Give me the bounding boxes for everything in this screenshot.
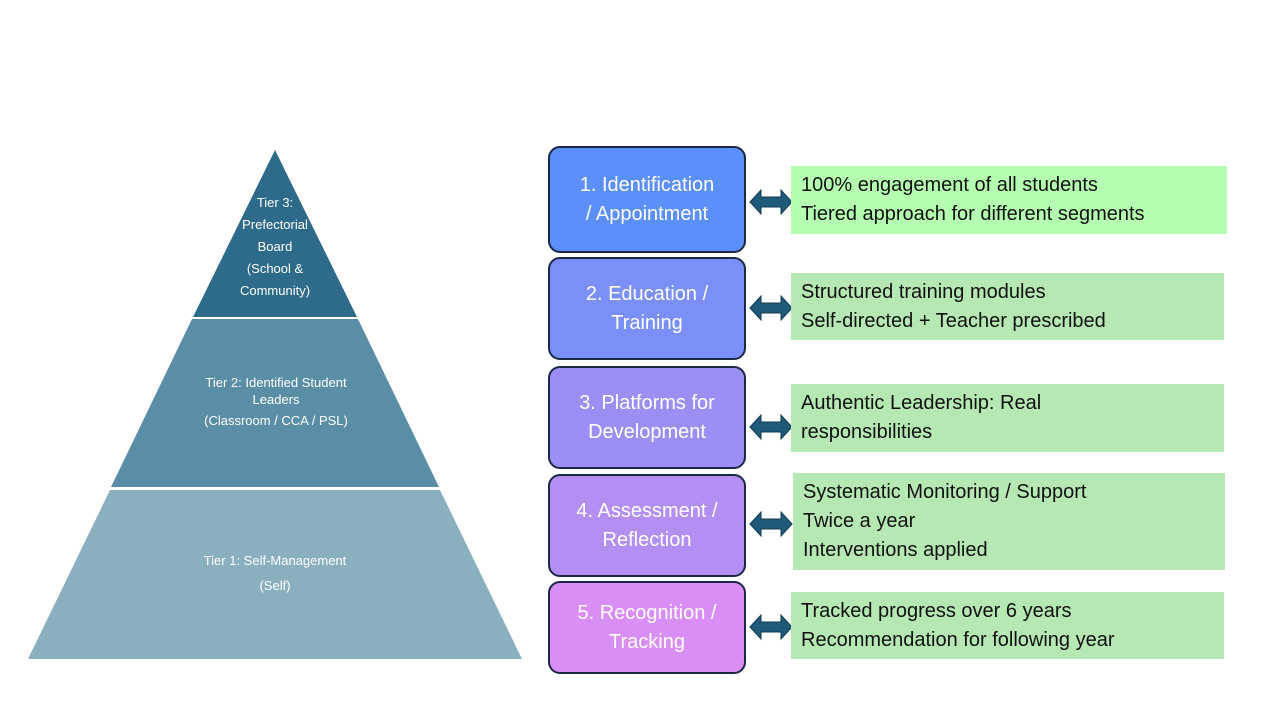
description-line: Authentic Leadership: Real <box>801 392 1042 414</box>
tier-2-line: (Classroom / CCA / PSL) <box>204 413 348 428</box>
description-box-4: Systematic Monitoring / Support Twice a … <box>793 473 1225 570</box>
double-arrow-icon <box>749 613 793 641</box>
tier-3-line: Prefectorial <box>242 217 308 232</box>
description-line: Interventions applied <box>803 539 988 561</box>
double-arrow-icon <box>749 294 793 322</box>
tier-2-line: Tier 2: Identified Student <box>205 375 347 390</box>
description-line: responsibilities <box>801 421 933 443</box>
double-arrow-icon <box>749 510 793 538</box>
step-line: Tracking <box>609 630 685 653</box>
description-line: Recommendation for following year <box>801 628 1115 651</box>
pyramid-tier-1 <box>28 490 522 659</box>
step-line: / Appointment <box>585 202 709 225</box>
description-line: Tracked progress over 6 years <box>801 599 1072 622</box>
step-line: 4. Assessment / <box>576 499 718 522</box>
description-box-5: Tracked progress over 6 years Recommenda… <box>791 592 1224 659</box>
step-line: Training <box>611 311 683 334</box>
step-assessment-box: 4. Assessment / Reflection <box>548 474 746 577</box>
tier-3-line: Tier 3: <box>256 195 294 210</box>
step-line: Reflection <box>602 528 692 551</box>
step-line: 2. Education / <box>585 282 709 305</box>
description-box-2: Structured training modules Self-directe… <box>791 273 1224 340</box>
step-identification-box: 1. Identification / Appointment <box>548 146 746 253</box>
description-line: Systematic Monitoring / Support <box>803 481 1087 503</box>
pyramid-tier-2 <box>111 319 439 487</box>
step-line: 1. Identification <box>579 173 715 196</box>
description-line: 100% engagement of all students <box>801 174 1098 196</box>
pyramid-tier-3 <box>193 150 357 317</box>
tier-2-label: Tier 2: Identified Student Leaders (Clas… <box>170 374 382 429</box>
description-box-3: Authentic Leadership: Real responsibilit… <box>791 384 1224 452</box>
tier-1-line: Tier 1: Self-Management <box>203 553 347 568</box>
description-line: Self-directed + Teacher prescribed <box>801 309 1106 332</box>
step-line: Development <box>588 420 706 443</box>
tier-3-line: Board <box>257 239 293 254</box>
double-arrow-icon <box>749 188 793 216</box>
tier-3-line: (School & <box>246 261 304 276</box>
tier-pyramid <box>28 150 522 659</box>
description-box-1: 100% engagement of all students Tiered a… <box>791 166 1227 234</box>
tier-3-label: Tier 3: Prefectorial Board (School & Com… <box>225 192 325 302</box>
step-education-box: 2. Education / Training <box>548 257 746 360</box>
tier-2-line: Leaders <box>252 392 300 407</box>
step-line: 3. Platforms for <box>579 391 715 414</box>
description-line: Tiered approach for different segments <box>801 203 1145 225</box>
double-arrow-icon <box>749 413 793 441</box>
step-line: 5. Recognition / <box>577 601 717 624</box>
tier-3-line: Community) <box>239 283 311 298</box>
step-recognition-box: 5. Recognition / Tracking <box>548 581 746 674</box>
tier-1-label: Tier 1: Self-Management (Self) <box>150 548 400 598</box>
description-line: Structured training modules <box>801 280 1046 303</box>
description-line: Twice a year <box>803 510 916 532</box>
tier-1-line: (Self) <box>259 578 291 593</box>
